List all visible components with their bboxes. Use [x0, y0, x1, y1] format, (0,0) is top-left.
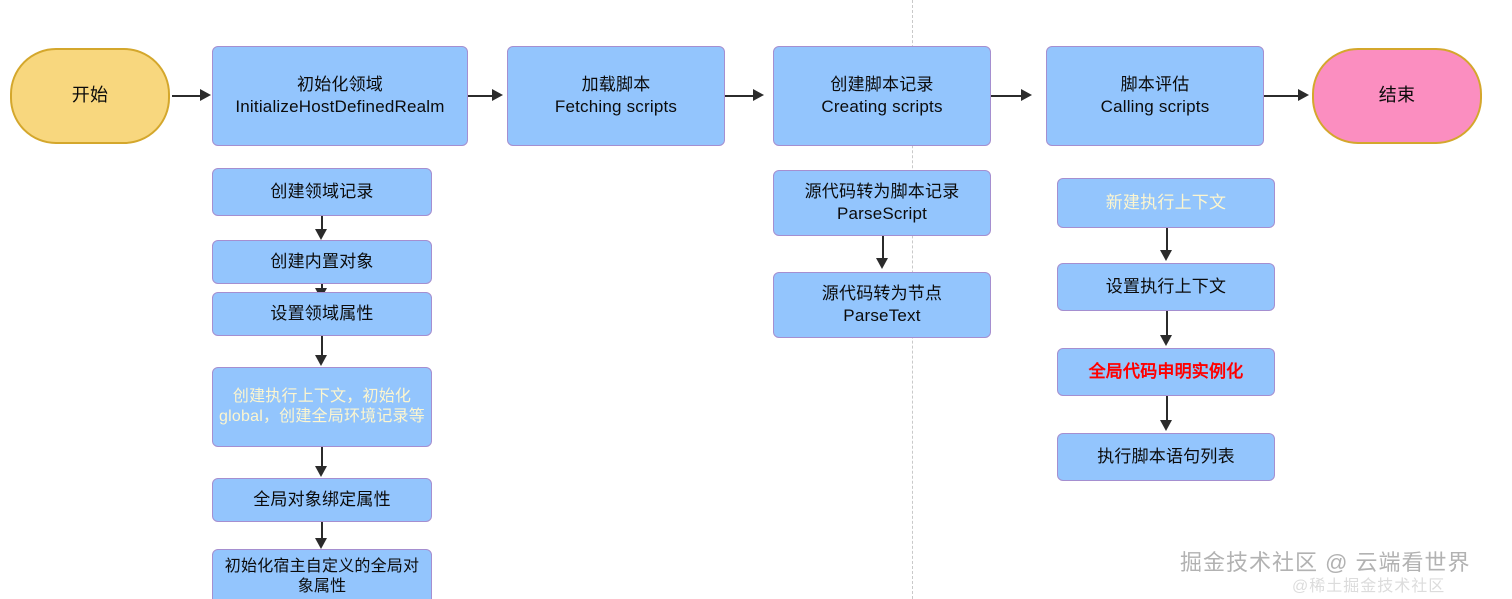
node-initialize-realm[interactable]: 初始化领域 InitializeHostDefinedRealm: [212, 46, 468, 146]
node-start-label: 开始: [71, 85, 109, 106]
node-run-statement-list-label: 执行脚本语句列表: [1097, 447, 1235, 467]
node-run-statement-list[interactable]: 执行脚本语句列表: [1057, 433, 1275, 481]
arrowhead-execcontext-to-globalbind-icon: [315, 466, 327, 477]
connector-realm-to-intrinsics: [321, 216, 324, 233]
node-parse-text-label-en: ParseText: [843, 306, 921, 325]
connector-fetch-to-create: [725, 95, 757, 98]
arrowhead-calling-to-end-icon: [1298, 89, 1309, 101]
arrowhead-start-to-init-icon: [200, 89, 211, 101]
arrowhead-globalbind-to-hostglobal-icon: [315, 538, 327, 549]
node-parse-script-label-en: ParseScript: [836, 204, 928, 223]
arrowhead-setrealm-to-execcontext-icon: [315, 355, 327, 366]
node-calling-scripts[interactable]: 脚本评估 Calling scripts: [1046, 46, 1264, 146]
node-create-realm-record-label: 创建领域记录: [270, 182, 374, 202]
arrowhead-init-to-fetch-icon: [492, 89, 503, 101]
node-fetching-scripts-label-en: Fetching scripts: [554, 97, 678, 116]
connector-setctx-to-decl: [1166, 311, 1169, 339]
node-global-declaration-instantiation-label: 全局代码申明实例化: [1088, 362, 1244, 382]
node-host-defined-global-label: 初始化宿主自定义的全局对象属性: [224, 557, 420, 595]
node-initialize-realm-label-en: InitializeHostDefinedRealm: [235, 97, 445, 116]
node-start[interactable]: 开始: [10, 48, 170, 144]
connector-setrealm-to-execcontext: [321, 336, 324, 361]
node-new-execution-context-label: 新建执行上下文: [1105, 193, 1227, 213]
node-parse-text-label-cn: 源代码转为节点: [821, 284, 943, 304]
node-create-realm-record[interactable]: 创建领域记录: [212, 168, 432, 216]
node-parse-text[interactable]: 源代码转为节点 ParseText: [773, 272, 991, 338]
node-host-defined-global[interactable]: 初始化宿主自定义的全局对象属性: [212, 549, 432, 599]
node-create-execution-context[interactable]: 创建执行上下文，初始化global，创建全局环境记录等: [212, 367, 432, 447]
node-create-execution-context-label: 创建执行上下文，初始化global，创建全局环境记录等: [219, 387, 425, 425]
arrowhead-create-to-calling-icon: [1021, 89, 1032, 101]
node-end[interactable]: 结束: [1312, 48, 1482, 144]
arrowhead-newctx-to-setctx-icon: [1160, 250, 1172, 261]
connector-execcontext-to-globalbind: [321, 447, 324, 472]
connector-calling-to-end: [1264, 95, 1302, 98]
node-calling-scripts-label-en: Calling scripts: [1100, 97, 1210, 116]
node-fetching-scripts-label-cn: 加载脚本: [581, 75, 651, 95]
node-set-realm-global-label: 设置领域属性: [270, 304, 374, 324]
node-set-execution-context[interactable]: 设置执行上下文: [1057, 263, 1275, 311]
connector-parsescript-to-parsetext: [882, 236, 885, 262]
watermark-secondary: @稀土掘金技术社区: [1292, 578, 1446, 595]
node-set-realm-global[interactable]: 设置领域属性: [212, 292, 432, 336]
node-global-object-bind-label: 全局对象绑定属性: [253, 490, 391, 510]
node-create-intrinsics[interactable]: 创建内置对象: [212, 240, 432, 284]
arrowhead-fetch-to-create-icon: [753, 89, 764, 101]
connector-start-to-init: [172, 95, 204, 98]
arrowhead-realm-to-intrinsics-icon: [315, 229, 327, 240]
arrowhead-decl-to-run-icon: [1160, 420, 1172, 431]
connector-create-to-calling: [991, 95, 1025, 98]
connector-init-to-fetch: [468, 95, 496, 98]
node-initialize-realm-label-cn: 初始化领域: [297, 75, 383, 95]
node-create-intrinsics-label: 创建内置对象: [270, 252, 374, 272]
node-new-execution-context[interactable]: 新建执行上下文: [1057, 178, 1275, 228]
watermark-primary: 掘金技术社区 @ 云端看世界: [1180, 550, 1471, 575]
arrowhead-parsescript-to-parsetext-icon: [876, 258, 888, 269]
node-creating-scripts[interactable]: 创建脚本记录 Creating scripts: [773, 46, 991, 146]
node-end-label: 结束: [1378, 85, 1416, 106]
node-global-object-bind[interactable]: 全局对象绑定属性: [212, 478, 432, 522]
connector-newctx-to-setctx: [1166, 228, 1169, 254]
arrowhead-setctx-to-decl-icon: [1160, 335, 1172, 346]
connector-decl-to-run: [1166, 396, 1169, 424]
node-creating-scripts-label-cn: 创建脚本记录: [830, 75, 934, 95]
node-set-execution-context-label: 设置执行上下文: [1105, 277, 1227, 297]
connector-globalbind-to-hostglobal: [321, 522, 324, 544]
node-parse-script-label-cn: 源代码转为脚本记录: [804, 182, 960, 202]
node-fetching-scripts[interactable]: 加载脚本 Fetching scripts: [507, 46, 725, 146]
node-creating-scripts-label-en: Creating scripts: [821, 97, 943, 116]
node-calling-scripts-label-cn: 脚本评估: [1120, 75, 1190, 95]
node-global-declaration-instantiation[interactable]: 全局代码申明实例化: [1057, 348, 1275, 396]
node-parse-script[interactable]: 源代码转为脚本记录 ParseScript: [773, 170, 991, 236]
